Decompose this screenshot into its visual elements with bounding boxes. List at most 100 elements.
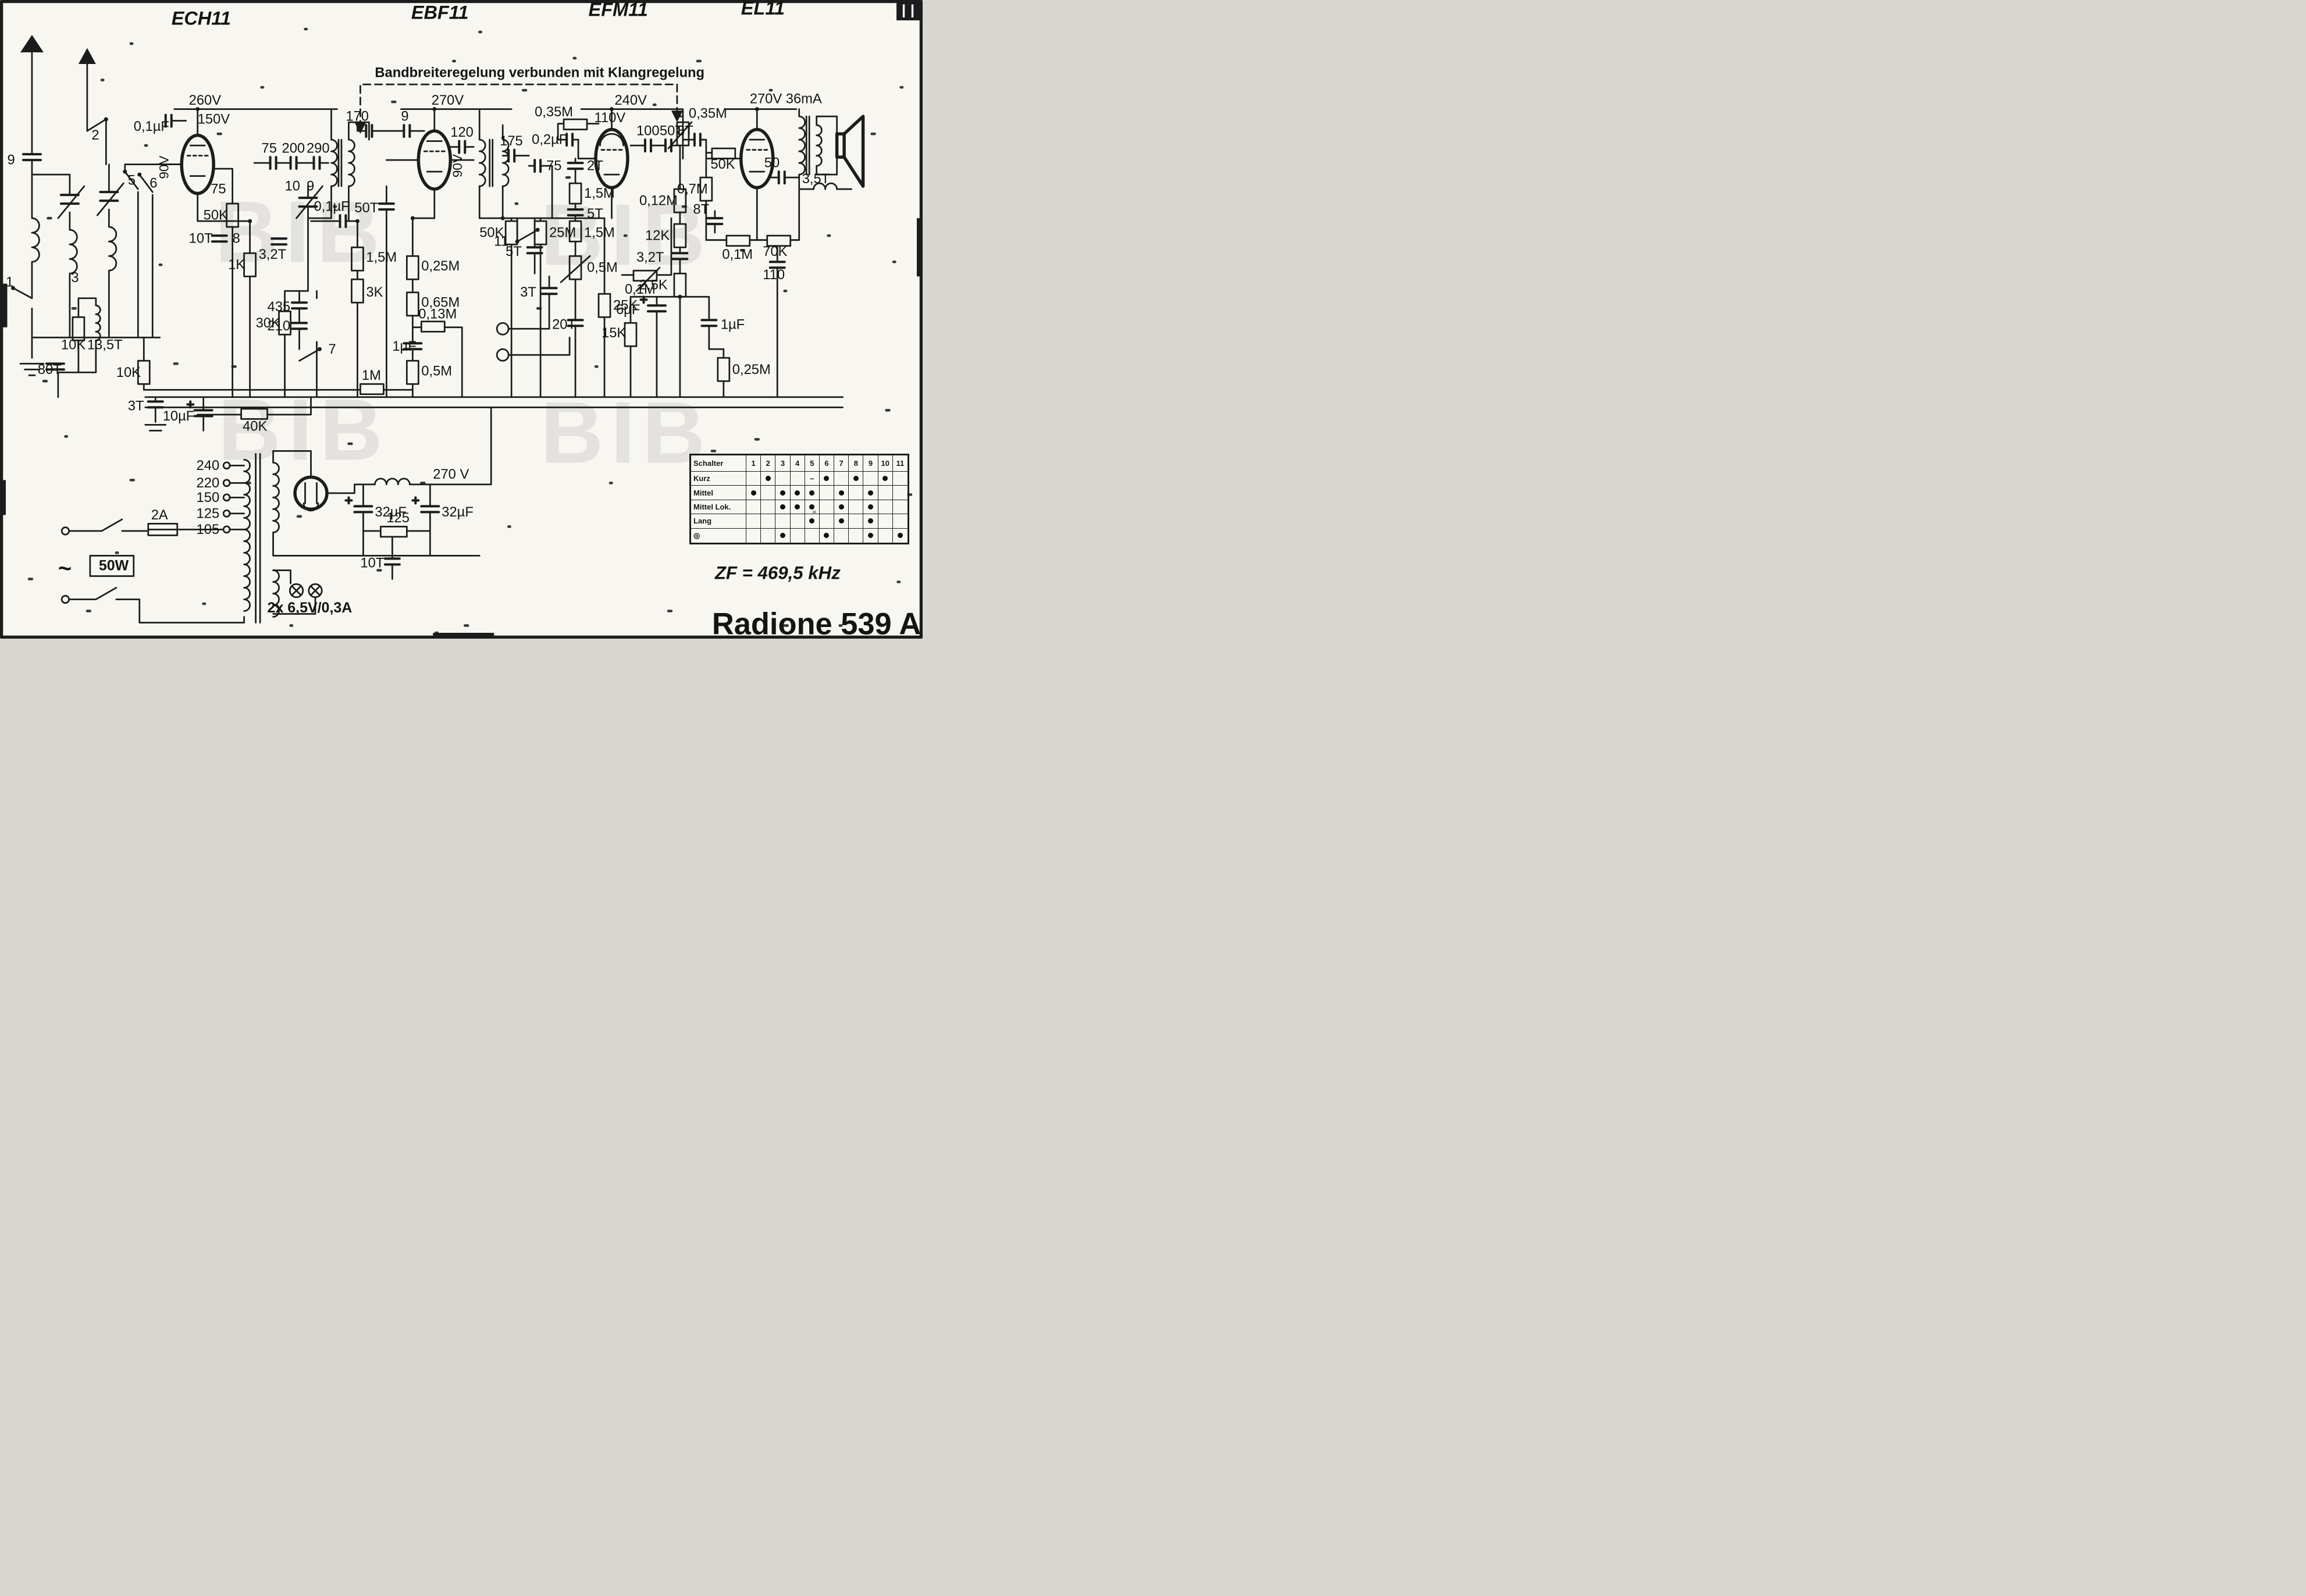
switch-column-2: 2: [761, 455, 776, 472]
if-transformer-1: [330, 138, 355, 187]
res-40k: 40K: [243, 419, 267, 434]
switch-contact-9: 9: [7, 153, 15, 168]
switch-dot: [795, 490, 800, 496]
cap-8t-coupling: 8T: [677, 124, 693, 139]
cap-01uf-input: 0,1µF: [134, 119, 169, 134]
switch-dot: [824, 533, 830, 539]
el11-wires: [629, 108, 852, 398]
switch-cell-◎-3: [775, 528, 791, 543]
switch-contact-5: 5: [128, 173, 136, 188]
switch-cell-Lang-9: [863, 514, 878, 529]
tubes: [180, 127, 775, 195]
cap-50t-ebf: 50T: [354, 201, 378, 216]
switch-contact-2: 2: [91, 128, 99, 143]
switch-contact-11: 11: [494, 234, 508, 250]
voltage-270v-ps: 270 V: [433, 467, 469, 482]
switch-cell-Kurz-5: –: [805, 472, 820, 486]
tube-el11: [739, 127, 775, 190]
switch-cell-Mittel Lok.-11: [892, 500, 908, 515]
voltage-270v-36ma: 270V 36mA: [750, 92, 822, 107]
switch-table-row: ◎: [691, 528, 908, 543]
cap-100: 100: [636, 124, 660, 139]
cap-10uf: 10µF: [163, 409, 195, 424]
switch-column-1: 1: [746, 455, 761, 472]
cap-120: 120: [450, 125, 474, 140]
voltage-tap-240: [222, 461, 231, 470]
res-25m: 25M: [549, 226, 576, 241]
switch-cell-Kurz-10: [878, 472, 893, 486]
switch-column-5: 5: [805, 455, 820, 472]
pot-035m-tone: 0,35M: [689, 106, 727, 122]
cap-6uf: 6µF: [616, 302, 640, 318]
coil-135t: 13,5T: [87, 337, 123, 352]
switch-row-label: Kurz: [691, 472, 746, 486]
res-30k-osc: 30K: [256, 316, 280, 331]
corner-stamp: [896, 1, 921, 21]
switch-row-label: Lang: [691, 514, 746, 529]
switch-cell-Mittel-4: [790, 486, 805, 500]
bandwidth-note: Bandbreiteregelung verbunden mit Klangre…: [375, 66, 704, 81]
res-01m-fb: 0,1M: [722, 247, 753, 262]
res-025m-ebf: 0,25M: [421, 259, 460, 274]
res-05m-ebf: 0,5M: [421, 364, 452, 379]
switch-cell-◎-1: [746, 528, 761, 543]
ground-bus: [143, 389, 844, 486]
efm11-capacitors: [526, 133, 702, 327]
switch-cell-Mittel Lok.-1: [746, 500, 761, 515]
switch-cell-Lang-2: [761, 514, 776, 529]
switch-dot: [868, 533, 874, 539]
tap-220: 220: [197, 476, 220, 491]
switch-dot: [853, 476, 859, 482]
switch-cell-Mittel Lok.-10: [878, 500, 893, 515]
switch-column-3: 3: [775, 455, 791, 472]
switch-contact-8: 8: [233, 231, 240, 247]
output-transformer: [798, 115, 838, 190]
switch-cell-Mittel-5: [805, 486, 820, 500]
switch-cell-Mittel-6: [819, 486, 835, 500]
switch-cell-◎-7: [834, 528, 849, 543]
res-15m-efm-1: 1,5M: [584, 186, 615, 201]
switch-cell-Kurz-11: [892, 472, 908, 486]
input-coils: [31, 217, 118, 341]
tap-125: 125: [197, 506, 220, 521]
switch-cell-◎-11: [893, 529, 908, 543]
ac-symbol: ~: [58, 555, 72, 581]
res-025m-el: 0,25M: [732, 362, 771, 377]
voltage-110v: 110V: [595, 111, 626, 126]
cap-1uf-ebf: 1µF: [392, 339, 416, 354]
res-50k-el: 50K: [710, 157, 735, 172]
cap-435: 435: [268, 300, 291, 315]
res-12k: 12K: [645, 229, 670, 244]
switch-row-label: ◎: [691, 528, 746, 543]
efm11-resistors: [504, 118, 736, 318]
switch-dot: [868, 504, 874, 510]
res-10k-avc: 10K: [116, 365, 141, 380]
el11-resistors: [624, 176, 792, 382]
switch-cell-◎-8: [849, 528, 864, 543]
ech11-wires: [156, 108, 370, 398]
res-15k: 15K: [602, 326, 626, 341]
switch-row-label: Mittel: [691, 486, 746, 500]
res-012m: 0,12M: [639, 194, 678, 209]
voltage-90v-ech: 90V: [157, 156, 172, 179]
cap-9-if: 9: [401, 109, 408, 124]
switch-column-6: 6: [819, 455, 835, 472]
cap-3t-left: 3T: [128, 398, 144, 414]
res-1m-avc: 1M: [362, 368, 381, 383]
corner-stamp-slits: [902, 4, 914, 18]
switch-dot: [897, 533, 903, 539]
switch-table-row: Kurz –: [691, 472, 908, 486]
res-013m: 0,13M: [418, 307, 457, 322]
res-125: 125: [386, 511, 410, 526]
lamp-label: 2x 6,5V/0,3A: [268, 600, 353, 616]
mains-terminal-1: [61, 526, 70, 536]
voltage-270v-ebf: 270V: [432, 93, 464, 108]
antenna-input-section: [12, 35, 312, 432]
ech11-resistors: [226, 202, 364, 336]
switch-contact-10: 10: [285, 179, 300, 194]
switch-contact-9b: 9: [307, 179, 314, 194]
res-10k-left: 10K: [61, 337, 86, 352]
switch-cell-Mittel-10: [878, 486, 893, 500]
voltage-tap-150: [222, 493, 231, 502]
switch-cell-Kurz-4: [790, 472, 805, 486]
